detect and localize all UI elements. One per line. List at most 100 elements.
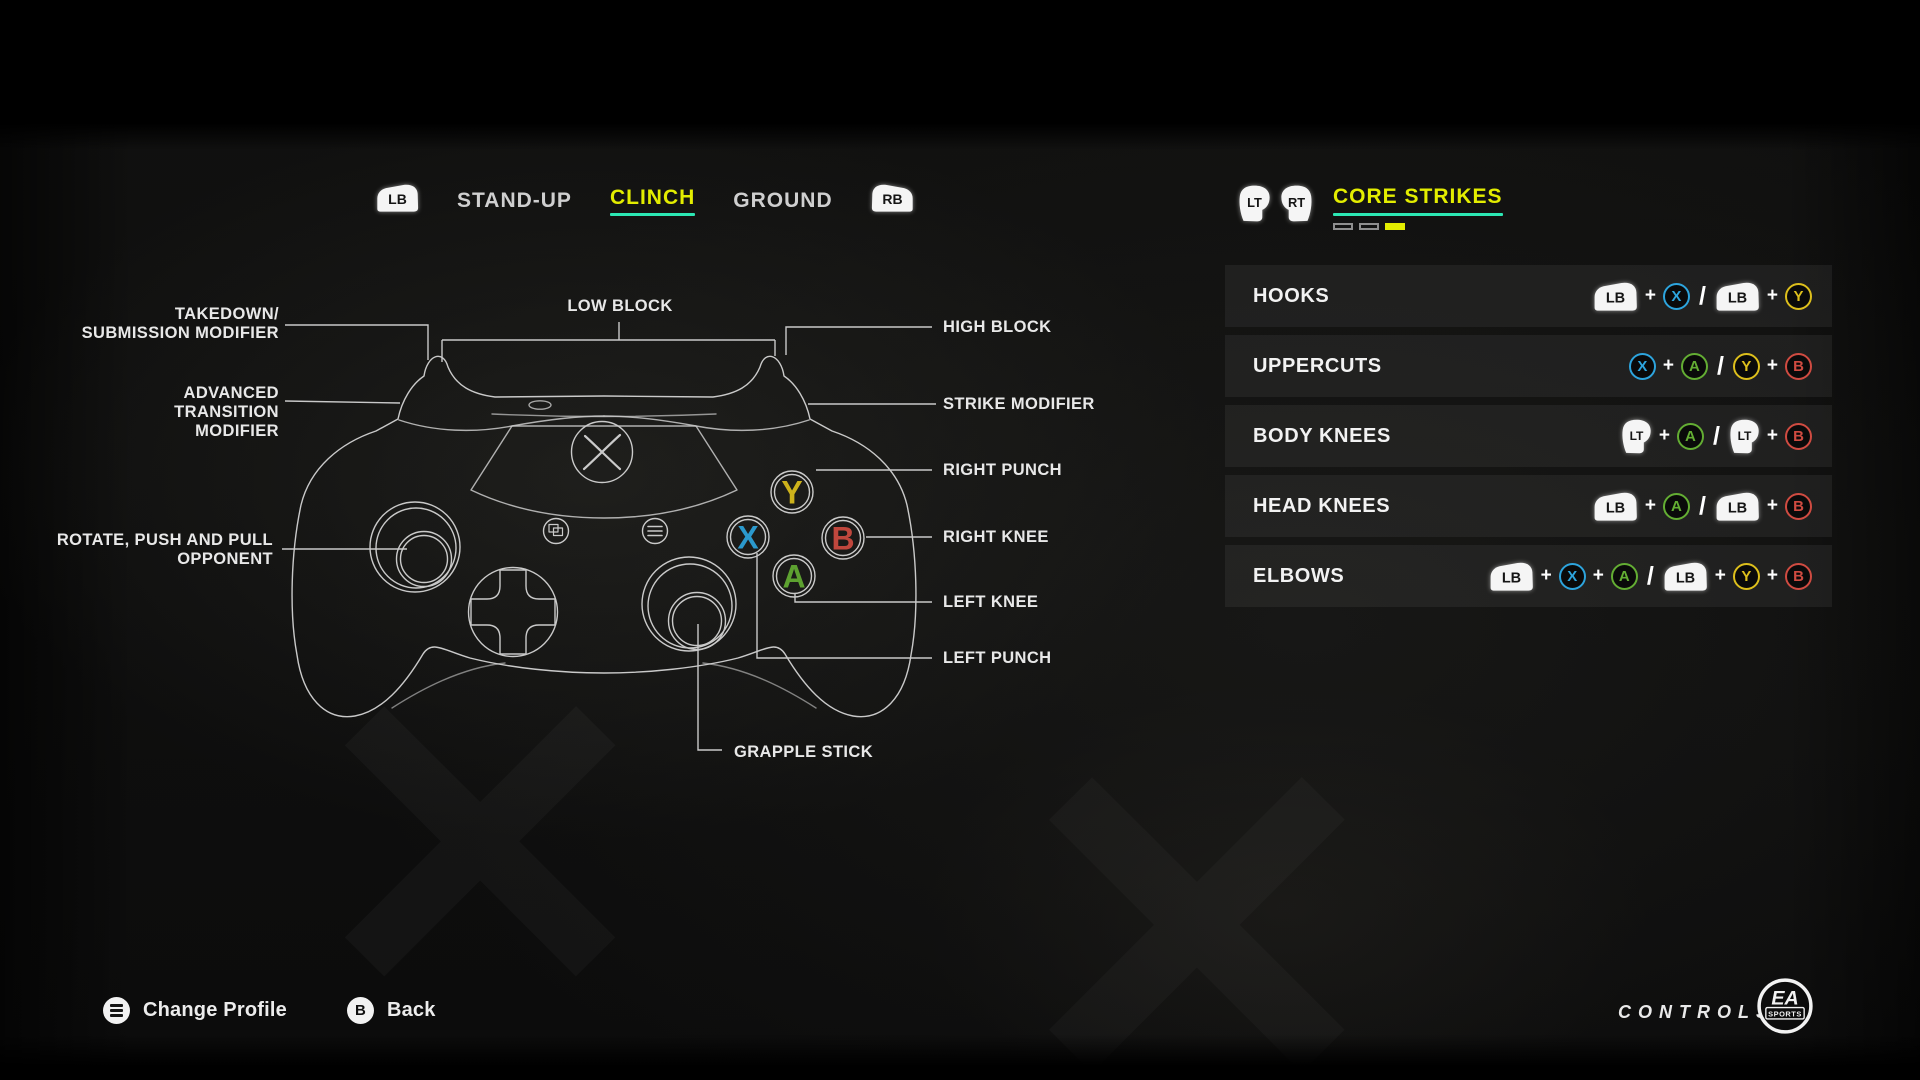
svg-text:LT: LT <box>1737 428 1751 442</box>
lb-button-icon: LB <box>1716 492 1759 521</box>
tab-label: CLINCH <box>609 185 696 209</box>
plus-separator: + <box>1540 565 1552 586</box>
svg-text:SPORTS: SPORTS <box>1768 1009 1802 1018</box>
dpad-circle <box>467 566 559 658</box>
svg-text:LB: LB <box>1728 500 1747 516</box>
table-row-head-knees: HEAD KNEES LB+A/LB+B <box>1225 475 1832 537</box>
move-name: HOOKS <box>1253 284 1330 307</box>
back-label: Back <box>386 999 436 1021</box>
move-name: HEAD KNEES <box>1253 494 1391 517</box>
b-button-icon: B <box>1785 422 1812 450</box>
dpad-cross <box>470 569 556 655</box>
top-shade <box>0 0 1920 150</box>
tab-stand-up[interactable]: STAND-UP <box>457 189 572 213</box>
label-advanced-transition-modifier: ADVANCED TRANSITION MODIFIER <box>174 384 279 440</box>
tab-clinch[interactable]: CLINCH <box>609 185 696 216</box>
controls-table: HOOKS LB+X/LB+Y UPPERCUTS X+A/Y+B BODY K… <box>1225 265 1832 615</box>
move-name: ELBOWS <box>1253 564 1345 587</box>
right-stick-well <box>641 556 737 652</box>
panel-title: CORE STRIKES <box>1333 185 1503 208</box>
or-separator: / <box>1698 491 1706 520</box>
label-high-block: HIGH BLOCK <box>943 318 1052 336</box>
page-dot-active <box>1385 223 1405 230</box>
a-button-icon: A <box>1676 422 1704 450</box>
xbox-logo-x <box>582 433 622 471</box>
left-stick-knob <box>395 530 453 588</box>
rb-button-icon: RB <box>871 184 913 212</box>
key-combo: LB+X+A/LB+Y+B <box>1489 562 1812 591</box>
plus-separator: + <box>1592 565 1604 586</box>
panel-title-underline <box>1333 213 1503 216</box>
svg-text:LB: LB <box>388 191 407 207</box>
label-rotate-push-pull-opponent: ROTATE, PUSH AND PULL OPPONENT <box>56 531 273 568</box>
y-button-icon: Y <box>1785 282 1812 310</box>
right-bumper-icon[interactable]: RB <box>871 184 914 217</box>
svg-text:LB: LB <box>1676 570 1695 586</box>
plus-separator: + <box>1766 565 1778 586</box>
page-dot <box>1333 223 1353 230</box>
page-dot <box>1359 223 1379 230</box>
face-panel <box>470 425 738 519</box>
label-grapple-stick: GRAPPLE STICK <box>734 743 874 761</box>
table-row-body-knees: BODY KNEES LT+A/LT+B <box>1225 405 1832 467</box>
footer-actions: Change Profile B Back <box>103 997 436 1024</box>
screen-title-controls: CONTROLS <box>1618 1002 1775 1022</box>
svg-text:LB: LB <box>1728 290 1747 306</box>
back-button[interactable]: B Back <box>346 997 436 1024</box>
plus-separator: + <box>1766 285 1778 306</box>
menu-button <box>641 517 669 545</box>
right-trigger-icon[interactable]: RT <box>1280 185 1313 227</box>
plus-separator: + <box>1714 565 1726 586</box>
a-button-icon: A <box>1680 352 1708 380</box>
svg-text:Y: Y <box>781 475 802 511</box>
change-profile-button[interactable]: Change Profile <box>103 997 287 1024</box>
label-right-punch: RIGHT PUNCH <box>943 461 1062 479</box>
label-strike-modifier: STRIKE MODIFIER <box>943 395 1095 413</box>
label-takedown-submission-modifier: TAKEDOWN/ SUBMISSION MODIFIER <box>81 305 279 342</box>
label-left-knee: LEFT KNEE <box>943 593 1039 611</box>
svg-text:LT: LT <box>1629 428 1643 442</box>
b-button-icon: B <box>346 997 374 1024</box>
move-name: BODY KNEES <box>1253 424 1391 447</box>
face-button-a: A <box>772 554 816 598</box>
or-separator: / <box>1646 561 1654 590</box>
ea-sports-logo: EA SPORTS <box>1757 978 1813 1034</box>
svg-text:X: X <box>737 520 759 556</box>
key-combo: LT+A/LT+B <box>1621 419 1812 454</box>
or-separator: / <box>1712 421 1720 450</box>
plus-separator: + <box>1662 355 1674 376</box>
key-combo: LB+X/LB+Y <box>1593 282 1812 311</box>
xbox-guide-button <box>570 420 634 484</box>
table-row-uppercuts: UPPERCUTS X+A/Y+B <box>1225 335 1832 397</box>
y-button-icon: Y <box>1732 562 1760 590</box>
bottom-shade <box>0 1034 1920 1080</box>
plus-separator: + <box>1766 425 1778 446</box>
lt-button-icon: LT <box>1239 185 1270 222</box>
b-button-icon: B <box>1785 562 1812 590</box>
lb-button-icon: LB <box>1716 282 1759 311</box>
view-button <box>542 517 570 545</box>
table-row-hooks: HOOKS LB+X/LB+Y <box>1225 265 1832 327</box>
left-bumper-icon[interactable]: LB <box>376 184 419 217</box>
face-button-b: B <box>821 516 865 560</box>
svg-text:LB: LB <box>1606 500 1625 516</box>
svg-text:LT: LT <box>1247 195 1262 210</box>
table-row-elbows: ELBOWS LB+X+A/LB+Y+B <box>1225 545 1832 607</box>
tab-active-underline <box>609 212 696 216</box>
b-button-icon: B <box>1785 492 1812 520</box>
label-low-block: LOW BLOCK <box>567 297 673 315</box>
a-button-icon: A <box>1662 492 1690 520</box>
svg-text:LB: LB <box>1501 570 1520 586</box>
page-indicator <box>1333 223 1503 230</box>
controller-diagram: Y X B A <box>282 322 936 751</box>
plus-separator: + <box>1644 495 1656 516</box>
face-button-y: Y <box>770 470 814 514</box>
tab-ground[interactable]: GROUND <box>733 189 832 213</box>
stance-tabbar: LB STAND-UP CLINCH GROUND RB <box>376 184 914 217</box>
plus-separator: + <box>1766 355 1778 376</box>
controller-body-outline <box>291 355 917 718</box>
left-trigger-icon[interactable]: LT <box>1238 185 1271 227</box>
x-button-icon: X <box>1662 282 1690 310</box>
svg-text:RB: RB <box>882 191 902 207</box>
